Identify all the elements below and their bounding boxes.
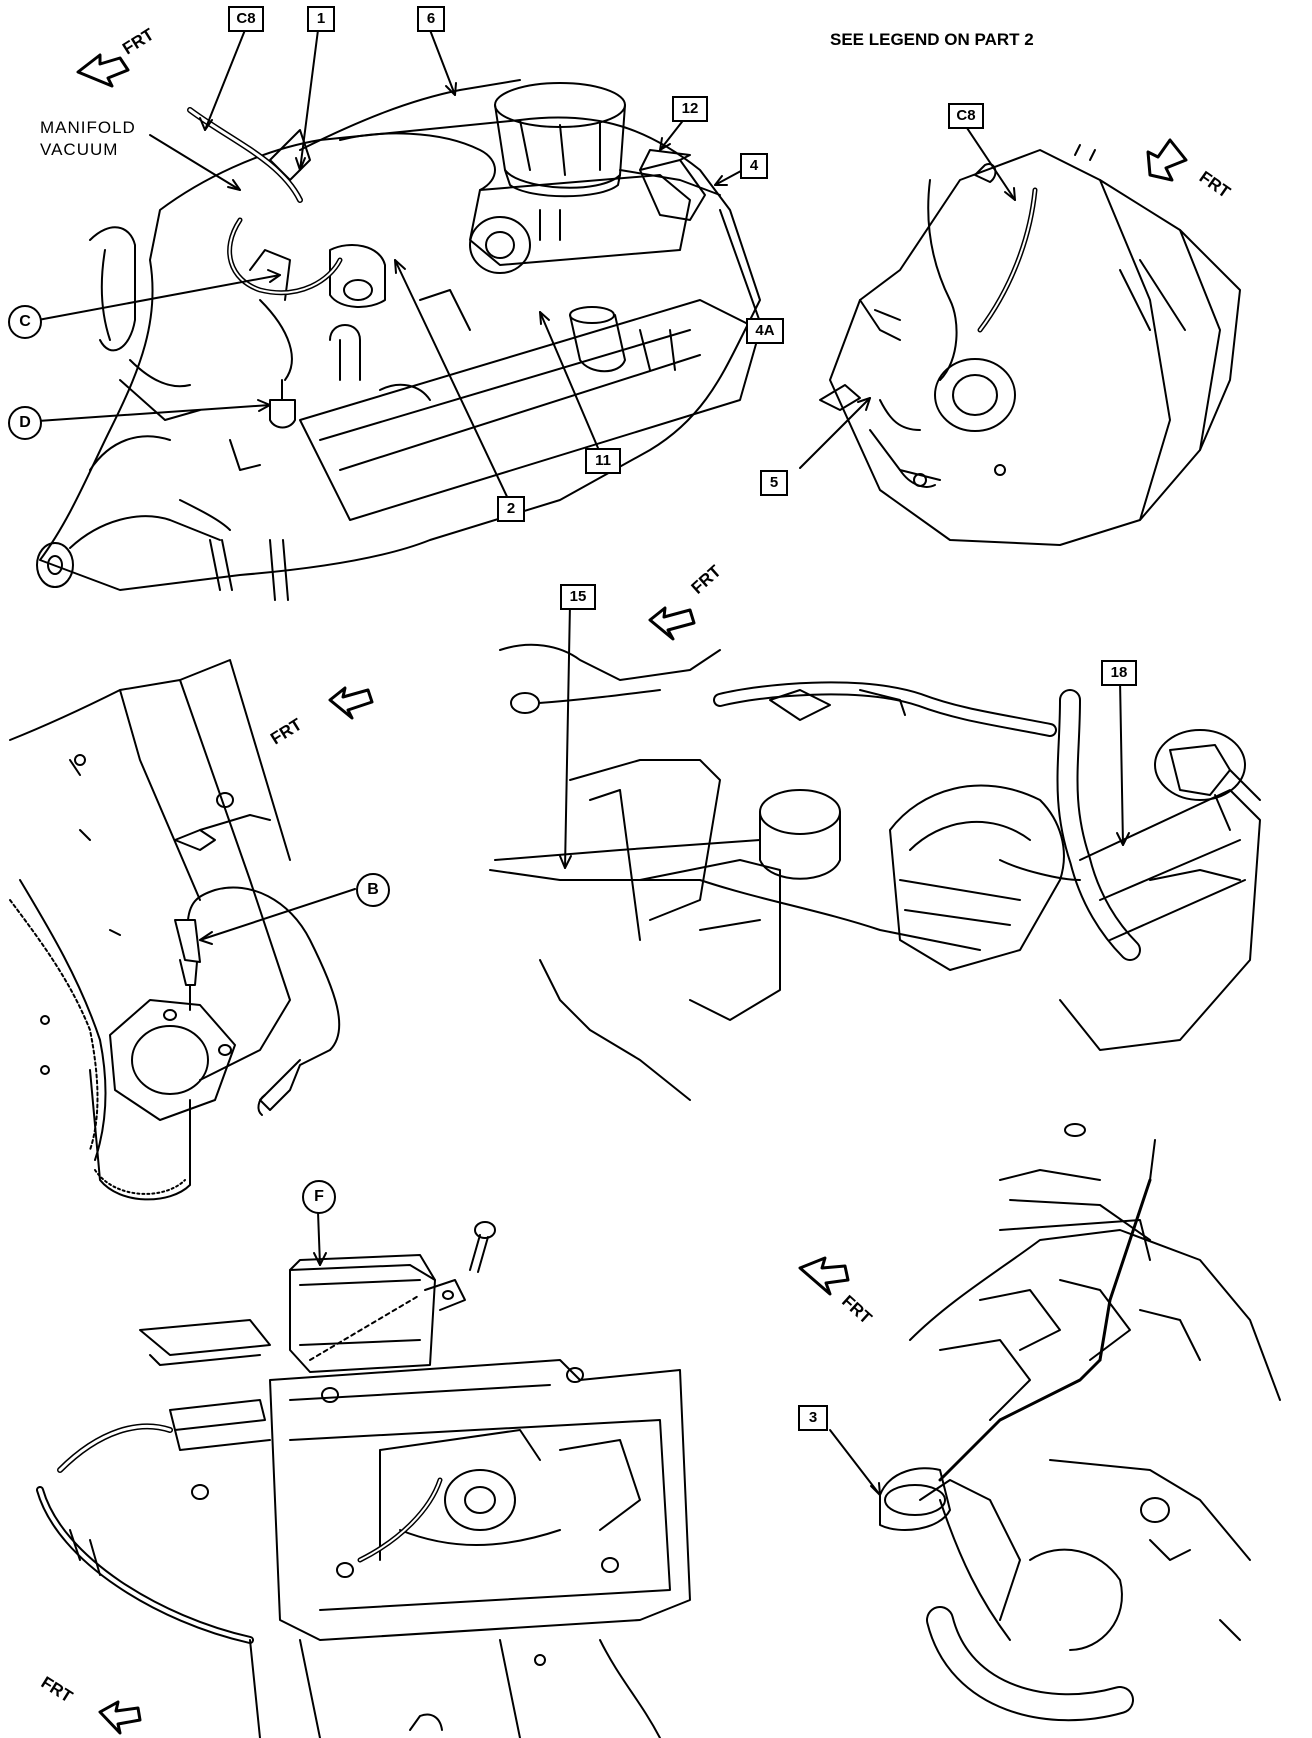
callout-4: 4 xyxy=(740,153,768,179)
frt-arrow-panel-5 xyxy=(98,1700,142,1735)
callout-6: 6 xyxy=(417,6,445,32)
frt-arrow-panel-4 xyxy=(648,606,696,641)
callout-12: 12 xyxy=(672,96,708,122)
frt-arrow-panel-2 xyxy=(1146,138,1188,182)
legend-note: SEE LEGEND ON PART 2 xyxy=(830,30,1034,49)
connector-f: F xyxy=(302,1180,336,1214)
callout-c8-top: C8 xyxy=(228,6,264,32)
vacuum-unit-illustration xyxy=(879,1123,1281,1722)
leaders-panel-1 xyxy=(37,29,761,504)
frt-arrow-panel-3 xyxy=(328,686,374,720)
callout-18: 18 xyxy=(1101,660,1137,686)
callout-11: 11 xyxy=(585,448,621,474)
leaders-panel-4 xyxy=(559,603,1130,869)
leaders-panel-6 xyxy=(829,1429,881,1496)
callout-c8-right: C8 xyxy=(948,103,984,129)
frt-arrow-panel-1 xyxy=(76,53,130,88)
callout-4a: 4A xyxy=(746,318,784,344)
callout-15: 15 xyxy=(560,584,596,610)
leaders-panel-3 xyxy=(199,888,356,945)
callout-5: 5 xyxy=(760,470,788,496)
connector-b: B xyxy=(356,873,390,907)
manifold-vacuum-label-line1: MANIFOLD xyxy=(40,118,136,137)
frt-arrow-panel-6 xyxy=(798,1256,850,1296)
control-module-illustration xyxy=(36,1221,691,1738)
oxygen-sensor-illustration xyxy=(9,659,341,1201)
connector-c: C xyxy=(8,305,42,339)
callout-3: 3 xyxy=(798,1405,828,1431)
manifold-vacuum-label-line2: VACUUM xyxy=(40,140,119,159)
leaders-panel-2 xyxy=(799,124,1016,469)
callout-2: 2 xyxy=(497,496,525,522)
engine-top-left-illustration xyxy=(36,79,761,601)
engine-wiring-middle-illustration xyxy=(489,643,1261,1101)
transmission-illustration xyxy=(819,144,1241,546)
connector-d: D xyxy=(8,406,42,440)
callout-1: 1 xyxy=(307,6,335,32)
leaders-panel-5 xyxy=(313,1211,327,1266)
